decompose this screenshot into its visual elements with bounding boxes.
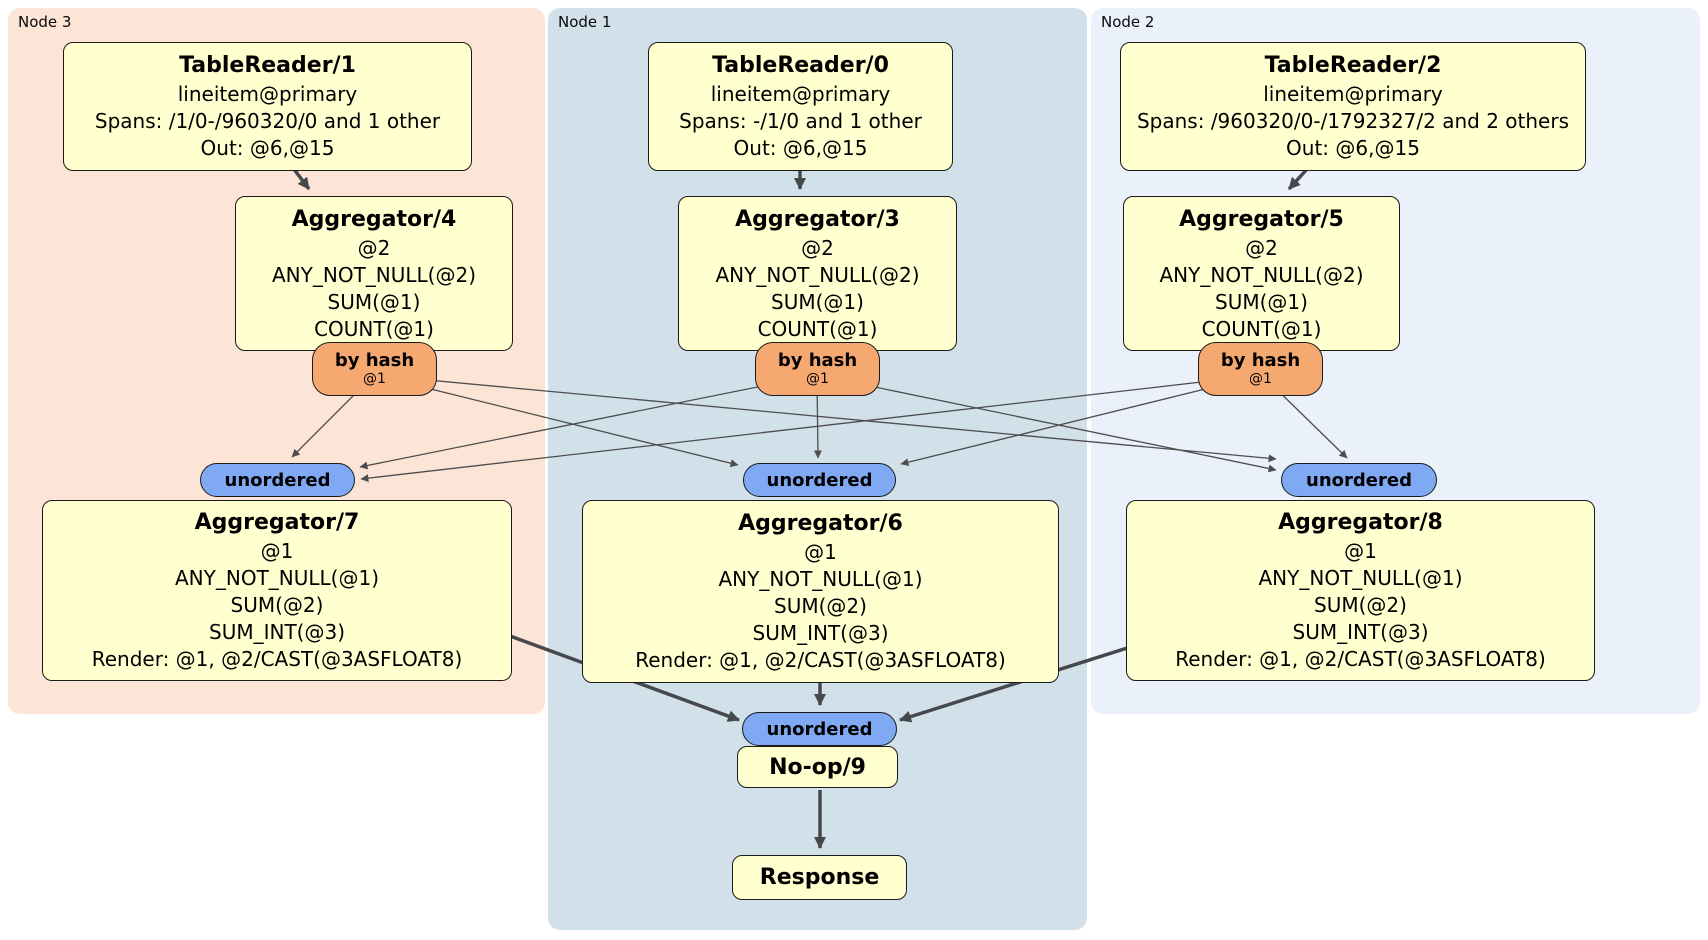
processor-title: Aggregator/6 bbox=[738, 511, 903, 536]
processor-line: SUM(@2) bbox=[1314, 593, 1407, 617]
router-key: @1 bbox=[1249, 371, 1272, 387]
processor-line: @1 bbox=[1344, 539, 1377, 563]
processor-line: Spans: -/1/0 and 1 other bbox=[679, 109, 922, 133]
response-node: Response bbox=[732, 855, 907, 900]
processor-line: @1 bbox=[804, 540, 837, 564]
processor-aggregator-7: Aggregator/7 @1 ANY_NOT_NULL(@1) SUM(@2)… bbox=[42, 500, 512, 681]
panel-label-node-3: Node 3 bbox=[18, 13, 72, 31]
router-by-hash-5: by hash @1 bbox=[1198, 342, 1323, 396]
edge-byhash3-unordered-right bbox=[816, 374, 1277, 473]
processor-title: TableReader/0 bbox=[712, 53, 889, 78]
processor-line: ANY_NOT_NULL(@2) bbox=[272, 262, 476, 287]
edge-byhash3-unordered-left bbox=[359, 374, 818, 470]
processor-line: lineitem@primary bbox=[710, 82, 891, 106]
edge-tablereader1-aggregator4 bbox=[291, 166, 311, 191]
processor-line: ANY_NOT_NULL(@1) bbox=[1258, 566, 1463, 590]
processor-line: Spans: /960320/0-/1792327/2 and 2 others bbox=[1136, 109, 1569, 133]
processor-line: Spans: /1/0-/960320/0 and 1 other bbox=[94, 109, 441, 133]
processor-line: lineitem@primary bbox=[177, 82, 358, 106]
processor-line: SUM(@2) bbox=[774, 594, 867, 618]
processor-aggregator-8: Aggregator/8 @1 ANY_NOT_NULL(@1) SUM(@2)… bbox=[1126, 500, 1595, 681]
processor-aggregator-3: Aggregator/3 @2 ANY_NOT_NULL(@2) SUM(@1)… bbox=[678, 196, 957, 351]
processor-line: Out: @6,@15 bbox=[1286, 136, 1420, 160]
processor-line: COUNT(@1) bbox=[314, 316, 434, 341]
sync-unordered-center: unordered bbox=[743, 463, 896, 497]
processor-line: SUM_INT(@3) bbox=[752, 621, 889, 645]
router-label: by hash bbox=[334, 350, 415, 371]
processor-line: SUM(@1) bbox=[327, 289, 421, 314]
sync-label: unordered bbox=[1306, 469, 1412, 491]
router-by-hash-4: by hash @1 bbox=[312, 342, 437, 396]
edge-byhash4-unordered-center bbox=[373, 374, 739, 468]
processor-line: @1 bbox=[260, 539, 294, 563]
processor-line: SUM_INT(@3) bbox=[209, 620, 345, 644]
sync-label: unordered bbox=[766, 718, 873, 740]
processor-title: Aggregator/3 bbox=[735, 206, 900, 232]
sync-unordered-left: unordered bbox=[200, 463, 355, 497]
panel-label-node-2: Node 2 bbox=[1101, 13, 1155, 31]
processor-line: @2 bbox=[1245, 235, 1278, 260]
router-key: @1 bbox=[806, 371, 829, 387]
router-key: @1 bbox=[363, 371, 386, 387]
processor-title: Response bbox=[759, 865, 880, 890]
processor-title: No-op/9 bbox=[769, 754, 866, 780]
sync-unordered-final: unordered bbox=[742, 712, 897, 746]
router-label: by hash bbox=[777, 350, 858, 371]
processor-line: SUM_INT(@3) bbox=[1292, 620, 1429, 644]
processor-tablereader-0: TableReader/0 lineitem@primary Spans: -/… bbox=[648, 42, 953, 171]
processor-noop-9: No-op/9 bbox=[737, 746, 898, 788]
processor-title: TableReader/2 bbox=[1264, 53, 1442, 78]
processor-line: ANY_NOT_NULL(@2) bbox=[715, 262, 920, 287]
processor-title: Aggregator/8 bbox=[1278, 510, 1443, 535]
sync-label: unordered bbox=[766, 469, 873, 491]
processor-aggregator-5: Aggregator/5 @2 ANY_NOT_NULL(@2) SUM(@1)… bbox=[1123, 196, 1400, 351]
processor-aggregator-4: Aggregator/4 @2 ANY_NOT_NULL(@2) SUM(@1)… bbox=[235, 196, 513, 351]
processor-line: Out: @6,@15 bbox=[733, 136, 868, 160]
processor-line: Render: @1, @2/CAST(@3ASFLOAT8) bbox=[635, 648, 1006, 672]
processor-line: SUM(@1) bbox=[1215, 289, 1308, 314]
processor-line: @2 bbox=[357, 235, 391, 260]
processor-line: ANY_NOT_NULL(@2) bbox=[1159, 262, 1364, 287]
sync-label: unordered bbox=[224, 469, 331, 491]
processor-line: COUNT(@1) bbox=[1201, 316, 1322, 341]
processor-title: TableReader/1 bbox=[179, 53, 356, 78]
processor-line: @2 bbox=[801, 235, 834, 260]
router-by-hash-3: by hash @1 bbox=[755, 342, 880, 396]
processor-line: COUNT(@1) bbox=[757, 316, 878, 341]
processor-aggregator-6: Aggregator/6 @1 ANY_NOT_NULL(@1) SUM(@2)… bbox=[582, 500, 1059, 683]
processor-line: Render: @1, @2/CAST(@3ASFLOAT8) bbox=[91, 647, 463, 671]
edge-byhash4-unordered-right bbox=[373, 374, 1277, 463]
processor-title: Aggregator/5 bbox=[1179, 206, 1344, 232]
panel-label-node-1: Node 1 bbox=[558, 13, 612, 31]
sync-unordered-right: unordered bbox=[1281, 463, 1437, 497]
processor-line: SUM(@2) bbox=[230, 593, 324, 617]
processor-line: ANY_NOT_NULL(@1) bbox=[175, 566, 379, 590]
edge-byhash5-unordered-left bbox=[360, 374, 1263, 483]
processor-line: Out: @6,@15 bbox=[200, 136, 335, 160]
processor-title: Aggregator/7 bbox=[194, 510, 360, 535]
processor-line: lineitem@primary bbox=[1263, 82, 1443, 106]
processor-title: Aggregator/4 bbox=[291, 206, 457, 232]
router-label: by hash bbox=[1220, 350, 1301, 371]
processor-line: Render: @1, @2/CAST(@3ASFLOAT8) bbox=[1175, 647, 1546, 671]
processor-line: ANY_NOT_NULL(@1) bbox=[718, 567, 923, 591]
edge-tablereader2-aggregator5 bbox=[1287, 166, 1310, 191]
processor-tablereader-2: TableReader/2 lineitem@primary Spans: /9… bbox=[1120, 42, 1586, 171]
processor-tablereader-1: TableReader/1 lineitem@primary Spans: /1… bbox=[63, 42, 472, 171]
processor-line: SUM(@1) bbox=[771, 289, 864, 314]
